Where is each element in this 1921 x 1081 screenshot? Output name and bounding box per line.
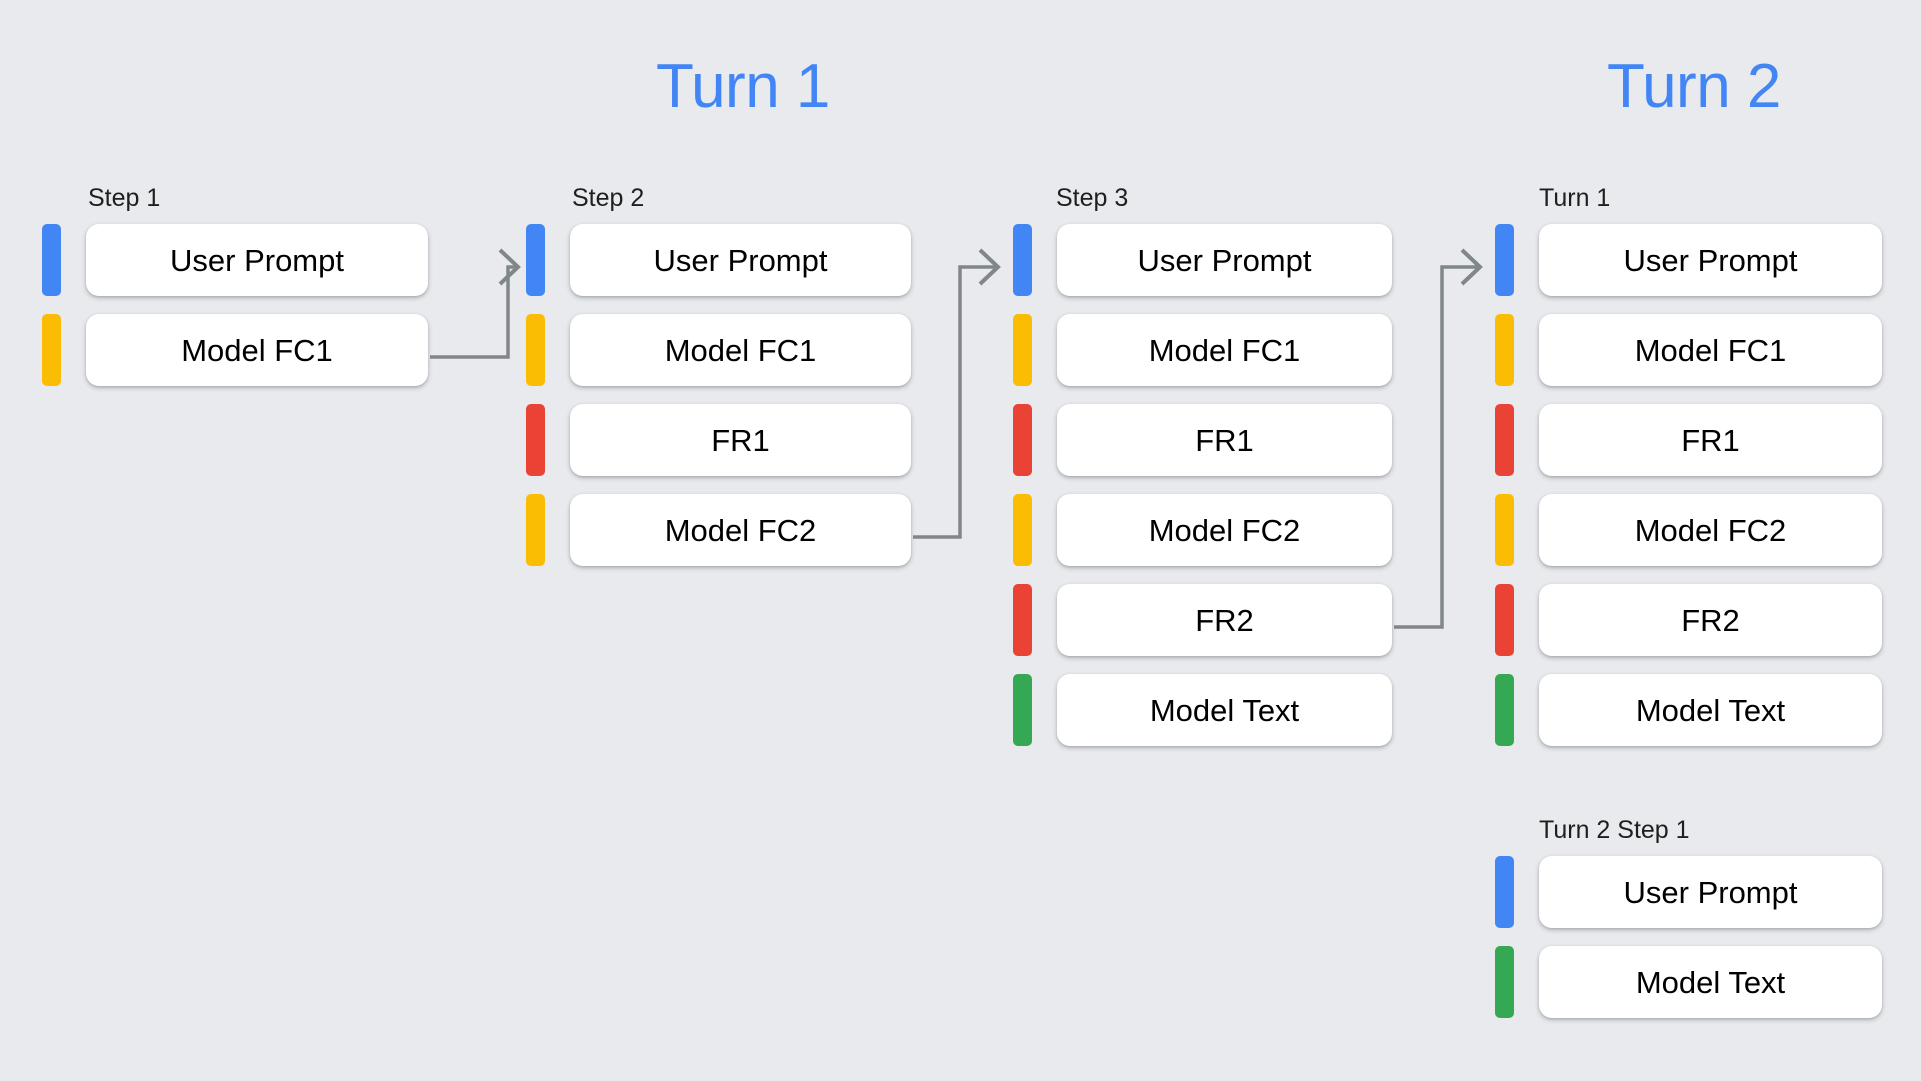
turn-2-title: Turn 2 bbox=[1607, 52, 1781, 121]
role-color-bar-red bbox=[1013, 404, 1032, 476]
role-color-bar-blue bbox=[1495, 224, 1514, 296]
list-item[interactable]: FR1 bbox=[526, 404, 911, 476]
card-user-prompt[interactable]: User Prompt bbox=[1539, 856, 1882, 928]
card-model-fc1[interactable]: Model FC1 bbox=[1057, 314, 1392, 386]
connector-step3-to-turn1 bbox=[1394, 265, 1477, 629]
card-label: FR1 bbox=[1681, 422, 1740, 458]
list-item[interactable]: User Prompt bbox=[1495, 856, 1882, 928]
role-color-bar-red bbox=[1495, 404, 1514, 476]
card-model-fc1[interactable]: Model FC1 bbox=[86, 314, 428, 386]
role-color-bar-blue bbox=[42, 224, 61, 296]
list-item[interactable]: FR1 bbox=[1495, 404, 1882, 476]
list-item[interactable]: Model Text bbox=[1013, 674, 1392, 746]
card-user-prompt[interactable]: User Prompt bbox=[86, 224, 428, 296]
card-model-fc1[interactable]: Model FC1 bbox=[570, 314, 911, 386]
card-fr1[interactable]: FR1 bbox=[1057, 404, 1392, 476]
role-color-bar-yellow bbox=[1495, 494, 1514, 566]
arrowhead-step2-to-step3 bbox=[978, 248, 1001, 286]
role-color-bar-yellow bbox=[526, 494, 545, 566]
list-item[interactable]: User Prompt bbox=[42, 224, 428, 296]
role-color-bar-blue bbox=[1495, 856, 1514, 928]
card-model-text[interactable]: Model Text bbox=[1057, 674, 1392, 746]
card-fr1[interactable]: FR1 bbox=[570, 404, 911, 476]
role-color-bar-yellow bbox=[42, 314, 61, 386]
role-color-bar-yellow bbox=[526, 314, 545, 386]
card-label: Model FC1 bbox=[1148, 332, 1301, 368]
card-label: Model FC1 bbox=[1634, 332, 1787, 368]
list-item[interactable]: Model Text bbox=[1495, 946, 1882, 1018]
role-color-bar-green bbox=[1495, 946, 1514, 1018]
role-color-bar-yellow bbox=[1013, 314, 1032, 386]
card-label: FR2 bbox=[1195, 602, 1254, 638]
card-label: Model FC2 bbox=[1634, 512, 1787, 548]
card-label: Model Text bbox=[1635, 964, 1786, 1000]
card-label: Model FC1 bbox=[664, 332, 817, 368]
role-color-bar-blue bbox=[526, 224, 545, 296]
card-label: FR1 bbox=[1195, 422, 1254, 458]
turn-1-title: Turn 1 bbox=[656, 52, 830, 121]
list-item[interactable]: Model FC1 bbox=[42, 314, 428, 386]
card-label: Model FC2 bbox=[1148, 512, 1301, 548]
card-label: User Prompt bbox=[1623, 874, 1798, 910]
list-item[interactable]: FR1 bbox=[1013, 404, 1392, 476]
list-item[interactable]: FR2 bbox=[1013, 584, 1392, 656]
role-color-bar-red bbox=[1013, 584, 1032, 656]
card-model-text[interactable]: Model Text bbox=[1539, 674, 1882, 746]
arrowhead-step1-to-step2 bbox=[498, 248, 521, 286]
column-label-step-2: Step 2 bbox=[572, 184, 645, 212]
connector-step2-to-step3 bbox=[913, 265, 995, 539]
column-turn-2-step-1: User Prompt Model Text bbox=[1495, 856, 1882, 1018]
list-item[interactable]: FR2 bbox=[1495, 584, 1882, 656]
role-color-bar-green bbox=[1495, 674, 1514, 746]
card-model-fc2[interactable]: Model FC2 bbox=[1057, 494, 1392, 566]
arrowhead-step3-to-turn1 bbox=[1460, 248, 1483, 286]
card-user-prompt[interactable]: User Prompt bbox=[1539, 224, 1882, 296]
role-color-bar-yellow bbox=[1013, 494, 1032, 566]
column-step-3: User Prompt Model FC1 FR1 Model FC2 FR2 bbox=[1013, 224, 1392, 746]
list-item[interactable]: Model FC2 bbox=[526, 494, 911, 566]
card-label: User Prompt bbox=[170, 242, 344, 278]
card-fr1[interactable]: FR1 bbox=[1539, 404, 1882, 476]
card-user-prompt[interactable]: User Prompt bbox=[570, 224, 911, 296]
list-item[interactable]: User Prompt bbox=[1495, 224, 1882, 296]
card-label: Model FC1 bbox=[181, 332, 333, 368]
role-color-bar-green bbox=[1013, 674, 1032, 746]
list-item[interactable]: Model FC1 bbox=[526, 314, 911, 386]
card-label: Model Text bbox=[1149, 692, 1300, 728]
card-model-fc2[interactable]: Model FC2 bbox=[1539, 494, 1882, 566]
card-label: User Prompt bbox=[1623, 242, 1798, 278]
role-color-bar-blue bbox=[1013, 224, 1032, 296]
card-label: User Prompt bbox=[1137, 242, 1312, 278]
card-fr2[interactable]: FR2 bbox=[1539, 584, 1882, 656]
list-item[interactable]: User Prompt bbox=[1013, 224, 1392, 296]
role-color-bar-red bbox=[526, 404, 545, 476]
column-label-turn-2-step-1: Turn 2 Step 1 bbox=[1539, 816, 1690, 844]
card-user-prompt[interactable]: User Prompt bbox=[1057, 224, 1392, 296]
list-item[interactable]: Model Text bbox=[1495, 674, 1882, 746]
column-step-1: User Prompt Model FC1 bbox=[42, 224, 428, 386]
card-label: FR2 bbox=[1681, 602, 1740, 638]
role-color-bar-red bbox=[1495, 584, 1514, 656]
role-color-bar-yellow bbox=[1495, 314, 1514, 386]
card-model-text[interactable]: Model Text bbox=[1539, 946, 1882, 1018]
card-model-fc2[interactable]: Model FC2 bbox=[570, 494, 911, 566]
column-step-2: User Prompt Model FC1 FR1 Model FC2 bbox=[526, 224, 911, 566]
card-label: User Prompt bbox=[653, 242, 828, 278]
list-item[interactable]: Model FC2 bbox=[1013, 494, 1392, 566]
card-label: Model FC2 bbox=[664, 512, 817, 548]
card-label: Model Text bbox=[1635, 692, 1786, 728]
card-model-fc1[interactable]: Model FC1 bbox=[1539, 314, 1882, 386]
column-label-step-1: Step 1 bbox=[88, 184, 161, 212]
card-label: FR1 bbox=[711, 422, 770, 458]
card-fr2[interactable]: FR2 bbox=[1057, 584, 1392, 656]
list-item[interactable]: Model FC1 bbox=[1013, 314, 1392, 386]
list-item[interactable]: Model FC2 bbox=[1495, 494, 1882, 566]
column-turn-1-history: User Prompt Model FC1 FR1 Model FC2 FR2 bbox=[1495, 224, 1882, 746]
column-label-turn-1: Turn 1 bbox=[1539, 184, 1611, 212]
column-label-step-3: Step 3 bbox=[1056, 184, 1129, 212]
list-item[interactable]: User Prompt bbox=[526, 224, 911, 296]
connector-step1-to-step2 bbox=[430, 265, 515, 359]
list-item[interactable]: Model FC1 bbox=[1495, 314, 1882, 386]
